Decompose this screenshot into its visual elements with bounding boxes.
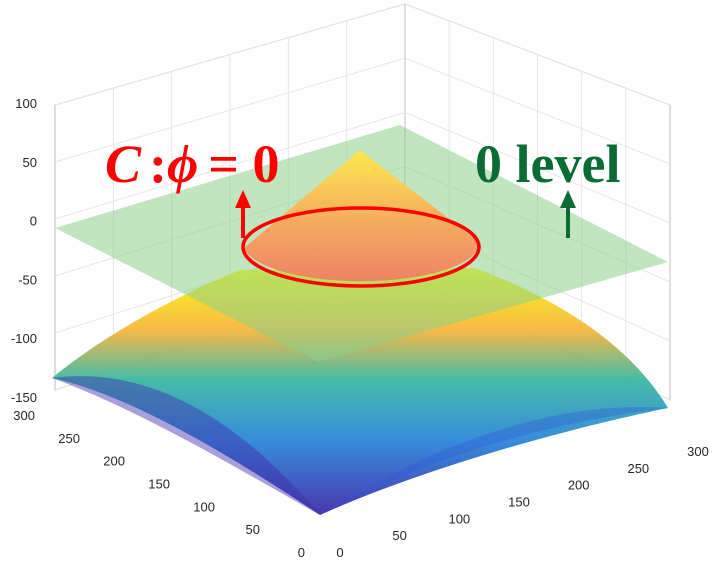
plane-arrow bbox=[560, 190, 576, 238]
surface-body bbox=[52, 268, 668, 515]
x-axis-ticks: 0 50 100 150 200 250 300 bbox=[336, 444, 708, 560]
contour-label-sep: : bbox=[149, 134, 167, 194]
y-tick-label: 250 bbox=[58, 431, 80, 446]
x-tick-label: 300 bbox=[687, 444, 709, 459]
x-tick-label: 200 bbox=[568, 478, 590, 493]
surface-edge-shade bbox=[52, 376, 320, 515]
y-tick-label: 300 bbox=[13, 408, 35, 423]
cone-body bbox=[244, 150, 480, 282]
z-tick-label: 100 bbox=[15, 96, 37, 111]
contour-label-prefix: C bbox=[105, 134, 142, 194]
contour-annotation: C:ϕ= 0 bbox=[105, 134, 280, 194]
y-tick-label: 200 bbox=[103, 454, 125, 469]
y-tick-label: 50 bbox=[246, 522, 260, 537]
x-tick-label: 50 bbox=[392, 528, 406, 543]
x-tick-label: 150 bbox=[508, 495, 530, 510]
y-axis-ticks: 0 50 100 150 200 250 300 bbox=[13, 408, 305, 560]
z-tick-label: -100 bbox=[11, 331, 37, 346]
x-tick-label: 100 bbox=[448, 511, 470, 526]
z-tick-label: -50 bbox=[18, 272, 37, 287]
z-tick-label: 50 bbox=[23, 155, 37, 170]
surface-mesh bbox=[52, 268, 668, 515]
z-tick-label: -150 bbox=[11, 390, 37, 405]
y-tick-label: 0 bbox=[298, 545, 305, 560]
contour-arrow bbox=[235, 190, 251, 238]
x-tick-label: 0 bbox=[336, 545, 343, 560]
z-axis-ticks: 100 50 0 -50 -100 -150 bbox=[11, 96, 37, 405]
cone-top bbox=[244, 150, 480, 282]
y-tick-label: 100 bbox=[193, 499, 215, 514]
contour-label-symbol: ϕ bbox=[167, 134, 198, 194]
x-tick-label: 250 bbox=[627, 461, 649, 476]
z-tick-label: 0 bbox=[30, 214, 37, 229]
contour-label-eq: = 0 bbox=[208, 134, 279, 194]
zero-contour bbox=[241, 206, 481, 288]
plane-annotation: 0 level bbox=[475, 134, 620, 194]
y-tick-label: 150 bbox=[148, 477, 170, 492]
